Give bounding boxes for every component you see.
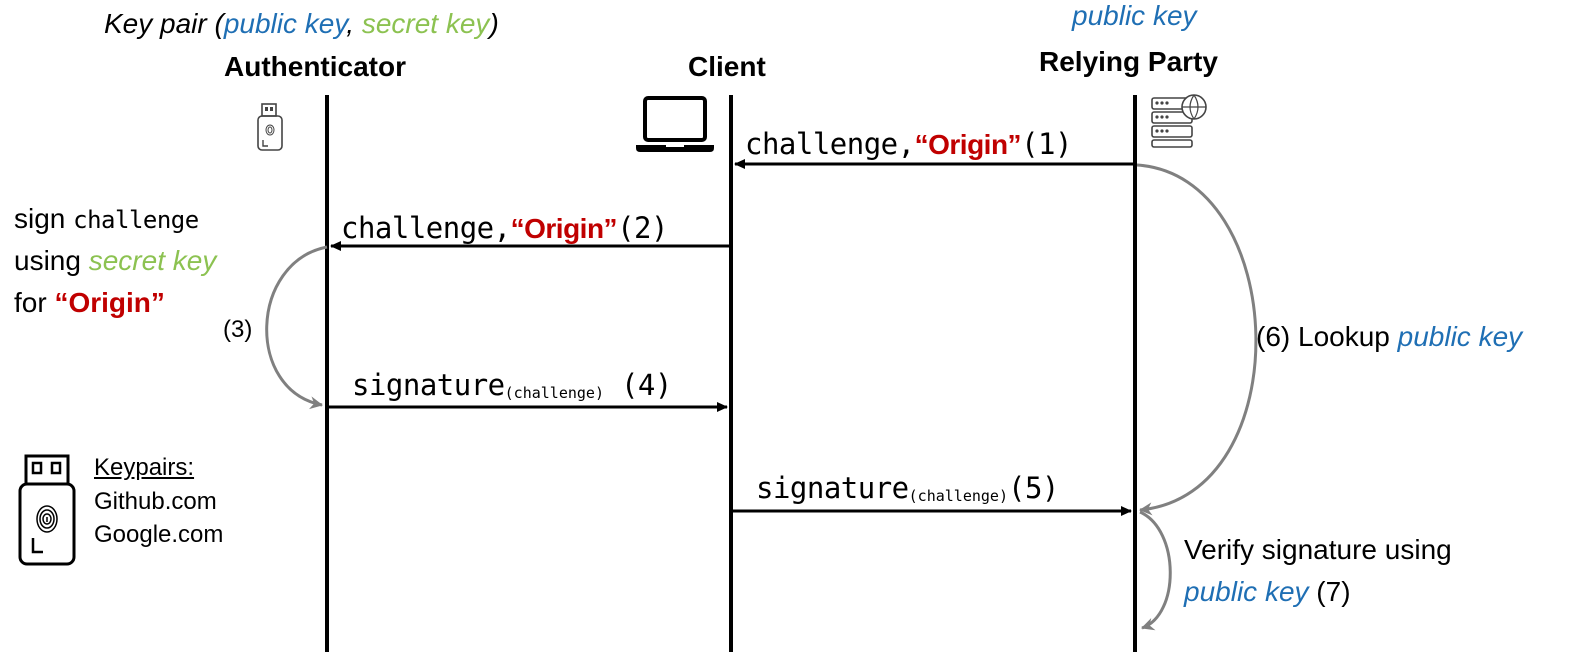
note-sign-line-2: using secret key xyxy=(14,247,216,275)
arrow-step-3-loop xyxy=(265,245,328,410)
step-1-number: (1) xyxy=(1021,127,1072,161)
actor-relying-party: Relying Party xyxy=(1039,46,1218,77)
key-pair-secret-key: secret key xyxy=(361,8,490,39)
actor-client: Client xyxy=(688,51,766,82)
laptop-icon xyxy=(636,96,714,152)
note-step-7-line-2: public key (7) xyxy=(1184,578,1351,606)
step-1-origin: “Origin” xyxy=(914,129,1022,160)
step-5-signature: signature xyxy=(756,471,909,505)
step-4-signature: signature xyxy=(352,368,505,402)
step-4-subscript: (challenge) xyxy=(504,384,604,402)
keypairs-item: Google.com xyxy=(94,521,224,548)
note-for-word: for xyxy=(14,287,55,318)
message-step-1: challenge,“Origin”(1) xyxy=(745,130,1072,159)
note-sign-word: sign xyxy=(14,203,74,234)
step-2-origin: “Origin” xyxy=(510,213,618,244)
keypairs-title: Keypairs: xyxy=(94,454,195,481)
note-origin: “Origin” xyxy=(54,287,165,318)
note-sign-line-3: for “Origin” xyxy=(14,289,165,317)
key-pair-comma: , xyxy=(346,8,362,39)
message-step-5: signature(challenge)(5) xyxy=(756,474,1059,504)
step-7-number: (7) xyxy=(1308,576,1351,607)
message-step-2: challenge,“Origin”(2) xyxy=(341,214,668,243)
note-step-6: (6) Lookup public key xyxy=(1256,323,1522,351)
step-6-lookup: (6) Lookup xyxy=(1256,321,1398,352)
step-5-number: (5) xyxy=(1007,471,1059,505)
key-pair-suffix: ) xyxy=(489,8,499,39)
keypairs-usb-key-icon xyxy=(18,454,76,566)
server-globe-icon xyxy=(1151,94,1207,148)
step-1-challenge: challenge, xyxy=(745,127,915,161)
step-2-number: (2) xyxy=(617,211,668,245)
note-step-7-line-1: Verify signature using xyxy=(1184,534,1452,565)
step-6-public-key: public key xyxy=(1397,321,1523,352)
arrow-step-6-loop xyxy=(1136,163,1258,516)
keypairs-item: Github.com xyxy=(94,488,217,515)
usb-key-icon xyxy=(257,103,283,151)
note-using-word: using xyxy=(14,245,89,276)
note-challenge-word: challenge xyxy=(73,206,199,234)
message-step-4: signature(challenge) (4) xyxy=(352,371,672,401)
note-sign-line-1: sign challenge xyxy=(14,205,199,233)
key-pair-public-key: public key xyxy=(223,8,347,39)
note-secret-key: secret key xyxy=(88,245,217,276)
step-7-public-key: public key xyxy=(1184,576,1309,607)
step-5-subscript: (challenge) xyxy=(908,487,1008,505)
step-3-number: (3) xyxy=(223,316,253,343)
step-4-number: (4) xyxy=(603,368,672,402)
key-pair-label: Key pair (public key, secret key) xyxy=(104,10,499,38)
step-2-challenge: challenge, xyxy=(341,211,511,245)
arrow-step-7-loop xyxy=(1139,510,1172,631)
rp-public-key-label: public key xyxy=(1072,0,1197,31)
actor-authenticator: Authenticator xyxy=(224,51,406,82)
key-pair-prefix: Key pair ( xyxy=(104,8,224,39)
